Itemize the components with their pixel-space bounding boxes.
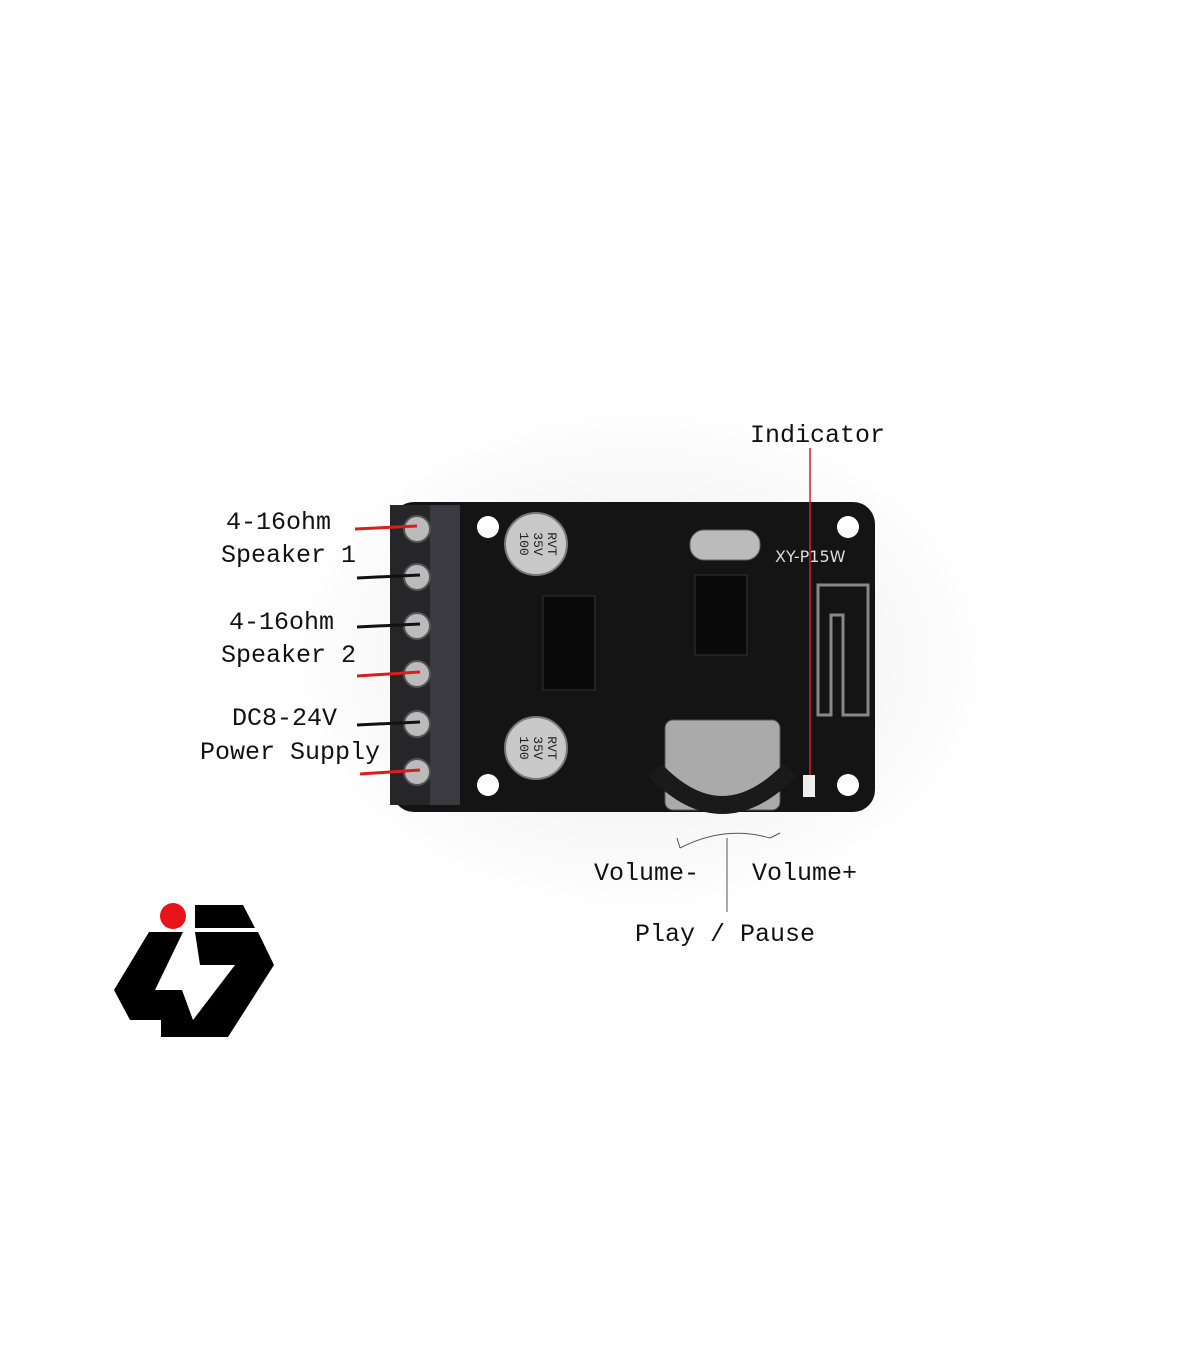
indicator-led <box>803 775 815 797</box>
logo-dot <box>160 903 186 929</box>
bt-chip <box>694 574 748 656</box>
capacitor-label: 100 <box>516 532 531 555</box>
speaker2-label: Speaker 2 <box>221 641 357 670</box>
indicator-label: Indicator <box>750 421 886 450</box>
crystal <box>689 529 761 561</box>
capacitors <box>504 512 568 780</box>
capacitor-label: 35V <box>530 736 545 760</box>
screw-terminals <box>403 515 431 786</box>
capacitor-label: 35V <box>530 532 545 556</box>
volume-plus-label: Volume+ <box>752 859 858 888</box>
mount-holes <box>477 516 859 796</box>
speaker2-impedance-label: 4-16ohm <box>229 608 335 637</box>
brand-logo <box>114 903 274 1037</box>
capacitor-label: 100 <box>516 736 531 759</box>
capacitor-label: RVT <box>544 736 559 760</box>
amplifier-board: XY-P15W <box>390 502 875 814</box>
antenna <box>816 583 870 717</box>
volume-minus-label: Volume- <box>594 859 700 888</box>
speaker1-label: Speaker 1 <box>221 541 357 570</box>
power-supply-label: Power Supply <box>200 738 381 767</box>
power-voltage-label: DC8-24V <box>232 704 338 733</box>
speaker1-impedance-label: 4-16ohm <box>226 508 332 537</box>
amp-chip <box>542 595 596 691</box>
play-pause-label: Play / Pause <box>635 920 816 949</box>
capacitor-label: RVT <box>544 532 559 556</box>
leader-lines <box>354 448 811 912</box>
